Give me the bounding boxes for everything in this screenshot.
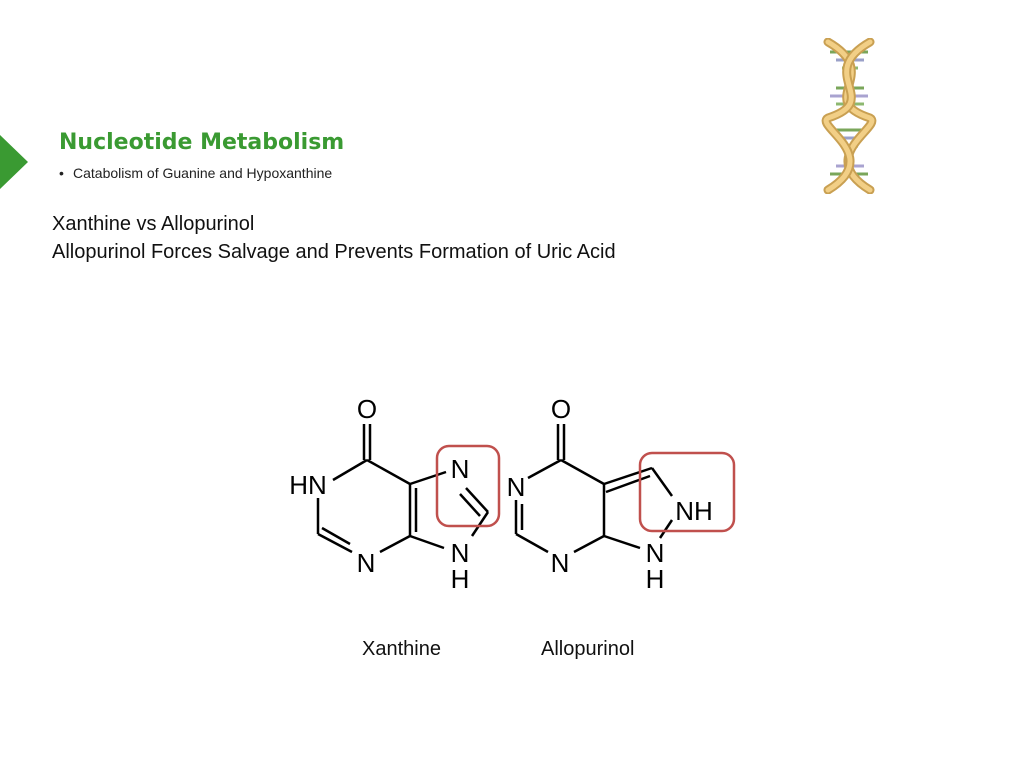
allopurinol-atom-h9: H (646, 564, 665, 594)
xanthine-atom-h9: H (451, 564, 470, 594)
xanthine-atom-n3: N (357, 548, 376, 578)
bond (409, 534, 445, 550)
bond (650, 467, 674, 497)
bullet-text: Catabolism of Guanine and Hypoxanthine (73, 165, 333, 181)
allopurinol-atom-o: O (551, 394, 571, 424)
bond (527, 458, 562, 480)
bond (573, 534, 605, 554)
chemical-structures: O HN N N N H O N N (289, 394, 736, 594)
slide-title: Nucleotide Metabolism (59, 130, 345, 155)
bond (459, 493, 481, 517)
allopurinol-atoms: O N N NH N H (507, 394, 713, 594)
heading-line-2: Allopurinol Forces Salvage and Prevents … (52, 241, 616, 263)
xanthine-caption: Xanthine (362, 638, 441, 660)
allopurinol-atom-nh: NH (675, 496, 713, 526)
bullet-icon: • (59, 165, 64, 181)
bond (409, 470, 447, 486)
allopurinol-structure (514, 424, 674, 554)
bond (317, 532, 353, 554)
xanthine-atom-hn: HN (289, 470, 327, 500)
bond (603, 534, 641, 550)
accent-arrow (0, 135, 28, 189)
bond (366, 458, 411, 486)
bond (379, 534, 411, 554)
bond (465, 487, 489, 513)
xanthine-atom-o: O (357, 394, 377, 424)
allopurinol-atom-n1: N (507, 472, 526, 502)
section-heading: Xanthine vs Allopurinol Allopurinol Forc… (52, 210, 616, 266)
bond (605, 474, 651, 494)
xanthine-atom-n9: N (451, 538, 470, 568)
bond (470, 511, 490, 537)
allopurinol-atom-n3: N (551, 548, 570, 578)
xanthine-atoms: O HN N N N H (289, 394, 469, 594)
bond (515, 532, 549, 554)
bond (658, 519, 674, 539)
bullet-item: • Catabolism of Guanine and Hypoxanthine (59, 165, 332, 181)
bond (560, 458, 605, 486)
heading-line-1: Xanthine vs Allopurinol (52, 213, 255, 235)
allopurinol-caption: Allopurinol (541, 638, 635, 660)
xanthine-atom-n7: N (451, 454, 470, 484)
xanthine-highlight-box (435, 444, 501, 528)
allopurinol-atom-n9: N (646, 538, 665, 568)
bond (332, 458, 368, 482)
bond (603, 466, 653, 486)
allopurinol-highlight-box (638, 451, 736, 533)
bond (321, 526, 351, 546)
xanthine-structure (316, 424, 490, 554)
dna-double-helix-icon (821, 38, 877, 194)
